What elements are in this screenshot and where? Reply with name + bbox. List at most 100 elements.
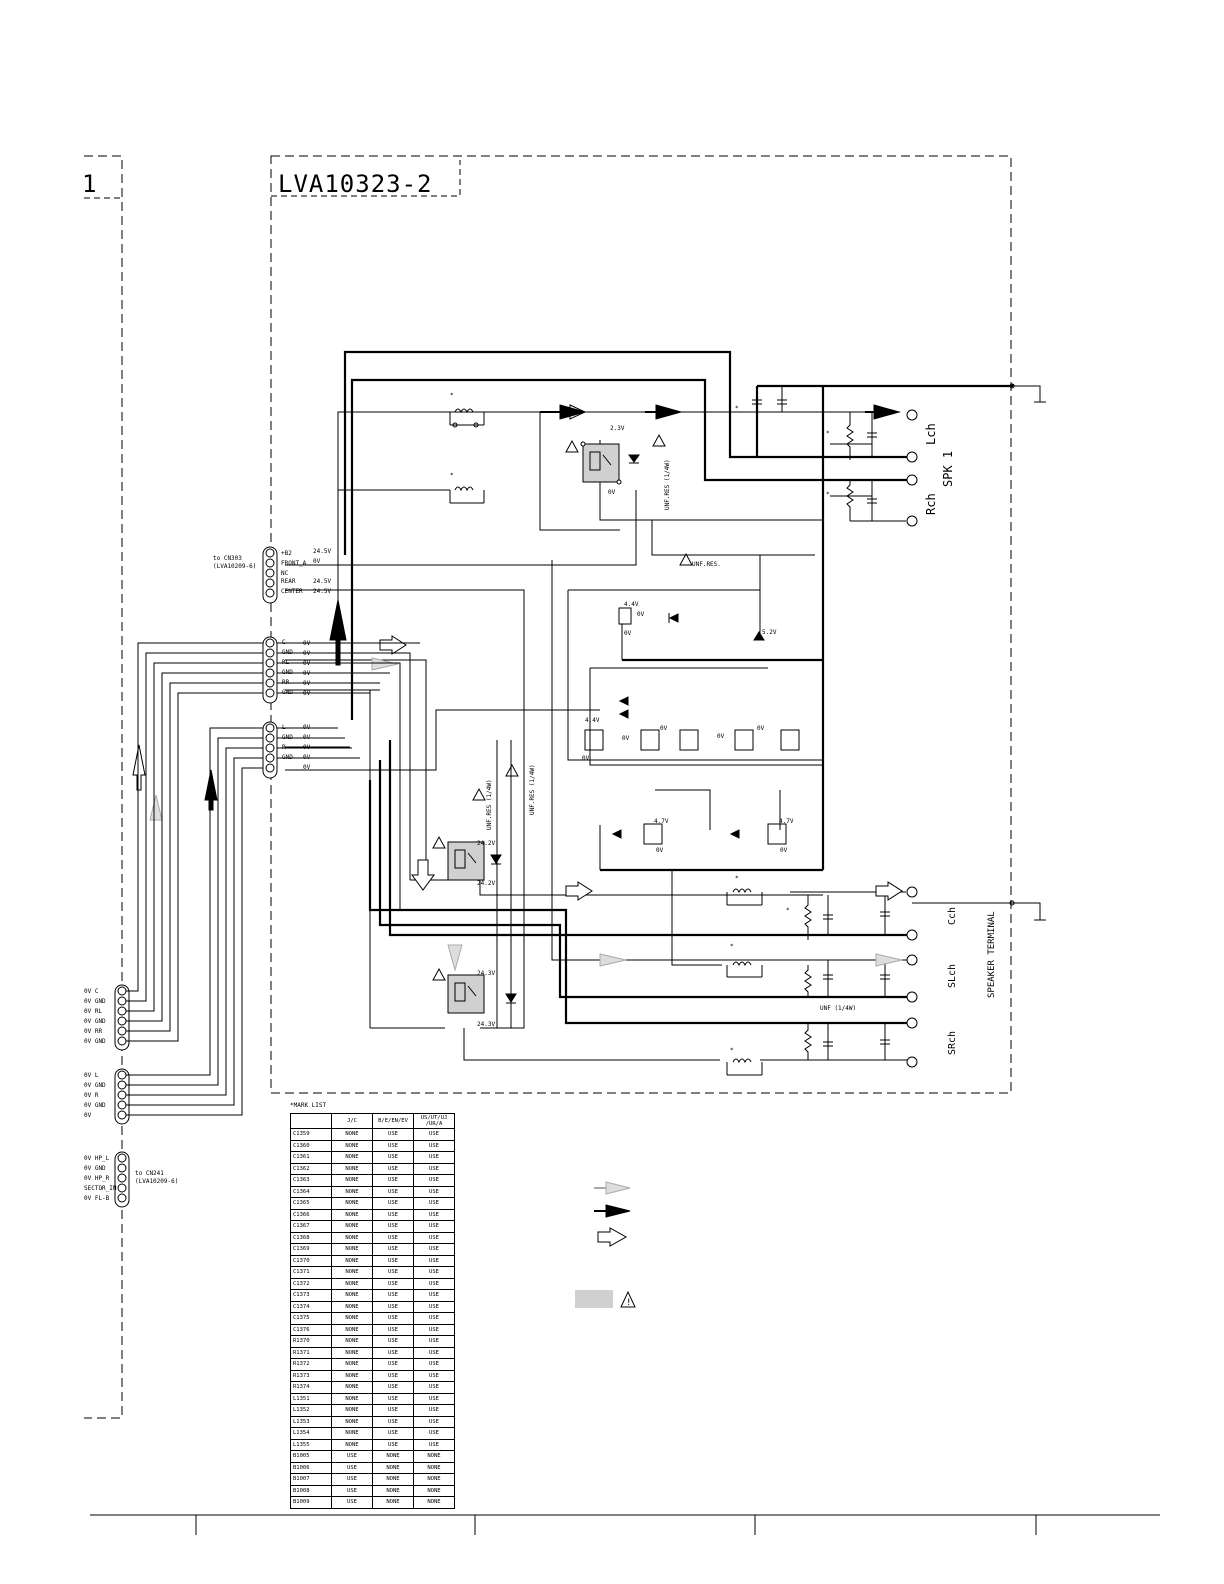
usage-cell: NONE <box>331 1174 373 1187</box>
usage-cell: USE <box>372 1185 414 1198</box>
usage-cell: USE <box>413 1277 455 1290</box>
usage-cell: NONE <box>331 1128 373 1141</box>
signal-arrows <box>132 404 903 972</box>
usage-cell: USE <box>372 1323 414 1336</box>
svg-text:*: * <box>735 875 739 882</box>
svg-text:0V: 0V <box>303 724 311 731</box>
part-ref-cell: B1009 <box>290 1496 332 1509</box>
svg-text:Rch: Rch <box>924 493 938 515</box>
svg-text:24.5V: 24.5V <box>313 588 331 595</box>
svg-text:0V FL-B: 0V FL-B <box>84 1195 110 1202</box>
transistors <box>584 607 823 845</box>
bottom-ruler <box>90 1514 1160 1535</box>
svg-text:C: C <box>282 639 286 646</box>
connector-left-b-pins <box>114 1068 130 1125</box>
usage-cell: USE <box>331 1496 373 1509</box>
usage-cell: USE <box>372 1346 414 1359</box>
jack-rch-minus <box>906 474 918 486</box>
svg-text:4.4V: 4.4V <box>585 717 600 724</box>
svg-text:0V: 0V <box>622 735 630 742</box>
part-ref-cell: C1364 <box>290 1185 332 1198</box>
svg-text:4.7V: 4.7V <box>654 818 669 825</box>
svg-text:0V: 0V <box>717 733 725 740</box>
svg-text:0V GND: 0V GND <box>84 998 106 1005</box>
svg-text:!: ! <box>626 1298 631 1308</box>
usage-cell: USE <box>413 1300 455 1313</box>
part-ref-cell: L1352 <box>290 1404 332 1417</box>
part-ref-cell: C1368 <box>290 1231 332 1244</box>
usage-cell: USE <box>331 1450 373 1463</box>
usage-cell: USE <box>372 1197 414 1210</box>
part-ref-cell: C1366 <box>290 1208 332 1221</box>
svg-text:SPK 1: SPK 1 <box>941 451 955 487</box>
relay-rl1 <box>580 441 622 485</box>
usage-cell: NONE <box>331 1392 373 1405</box>
usage-cell: USE <box>372 1381 414 1394</box>
connector-labels: to CN303 (LVA10209-6) +B2 FRONT_A NC REA… <box>84 548 331 1202</box>
usage-cell: NONE <box>331 1381 373 1394</box>
svg-text:0V C: 0V C <box>84 988 99 995</box>
svg-text:0V: 0V <box>656 847 664 854</box>
svg-text:GND: GND <box>282 649 293 656</box>
usage-cell: USE <box>413 1231 455 1244</box>
usage-cell: NONE <box>331 1323 373 1336</box>
warning-icon <box>432 433 693 981</box>
usage-cell: USE <box>413 1139 455 1152</box>
interconnect-wiring <box>126 642 566 1116</box>
legend-gray-arrow <box>594 1181 631 1195</box>
usage-cell: NONE <box>331 1197 373 1210</box>
jack-lch-plus <box>906 409 918 421</box>
usage-cell: USE <box>331 1484 373 1497</box>
svg-text:*: * <box>826 430 830 437</box>
connector-left-a-pins <box>114 984 130 1051</box>
svg-text:0V: 0V <box>84 1112 92 1119</box>
usage-cell: NONE <box>331 1208 373 1221</box>
svg-text:24.5V: 24.5V <box>313 548 331 555</box>
svg-text:UNF (1/4W): UNF (1/4W) <box>820 1005 856 1012</box>
svg-text:0V: 0V <box>780 847 788 854</box>
part-ref-cell: L1351 <box>290 1392 332 1405</box>
usage-cell: USE <box>413 1427 455 1440</box>
usage-cell: USE <box>372 1220 414 1233</box>
part-ref-cell: C1360 <box>290 1139 332 1152</box>
ground-symbol <box>1009 383 1046 403</box>
usage-cell: NONE <box>372 1473 414 1486</box>
part-ref-cell: C1374 <box>290 1300 332 1313</box>
part-ref-cell: C1369 <box>290 1243 332 1256</box>
part-ref-cell: C1365 <box>290 1197 332 1210</box>
usage-cell: USE <box>413 1415 455 1428</box>
legend-highlight-swatch <box>575 1290 613 1308</box>
signal-legend: ! <box>575 1181 636 1308</box>
jack-slch-plus <box>906 954 918 966</box>
jack-rch-plus <box>906 515 918 527</box>
svg-text:NC: NC <box>281 570 289 577</box>
svg-text:SLch: SLch <box>947 964 958 988</box>
jack-slch-minus <box>906 991 918 1003</box>
part-ref-cell: C1361 <box>290 1151 332 1164</box>
part-ref-cell: C1362 <box>290 1162 332 1175</box>
usage-cell: NONE <box>331 1139 373 1152</box>
svg-text:0V GND: 0V GND <box>84 1165 106 1172</box>
usage-cell: USE <box>413 1185 455 1198</box>
connector-cn303-pins <box>262 546 278 604</box>
usage-cell: USE <box>372 1243 414 1256</box>
svg-text:RR: RR <box>282 679 290 686</box>
usage-cell: USE <box>413 1358 455 1371</box>
voltage-annotations: 2.3V 0V 4.4V 0V 0V 5.2V 4.4V 0V 0V 0V 0V… <box>477 425 794 1028</box>
usage-cell: USE <box>331 1461 373 1474</box>
usage-cell: USE <box>413 1346 455 1359</box>
usage-cell: USE <box>413 1243 455 1256</box>
